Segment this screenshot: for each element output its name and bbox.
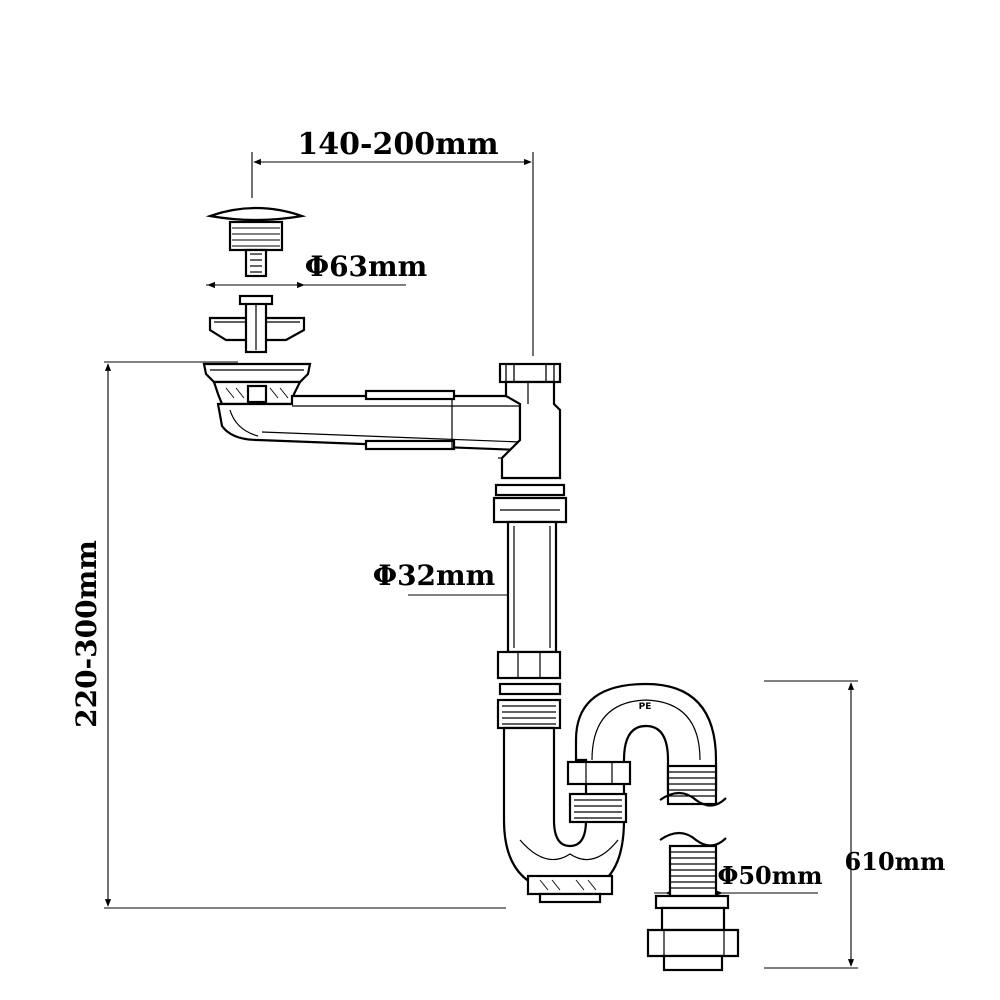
dimension-width <box>251 152 534 356</box>
dimension-height <box>104 361 506 909</box>
horizontal-drain-pipe <box>216 389 522 452</box>
strainer-basket <box>208 294 306 354</box>
outlet-adapter <box>646 894 740 972</box>
vertical-pipe <box>492 483 568 680</box>
hose-length-label: 610mm <box>845 847 946 876</box>
outlet-diameter-label: Φ50mm <box>717 861 822 890</box>
height-range-label: 220-300mm <box>70 540 103 728</box>
pipe-diameter-label: Φ32mm <box>373 559 496 592</box>
popup-plug <box>205 206 307 278</box>
width-range-label: 140-200mm <box>297 127 498 162</box>
sink-flange <box>202 362 312 406</box>
dimension-hose <box>764 680 858 969</box>
s-trap: PE <box>496 682 718 904</box>
flexible-hose <box>659 764 727 898</box>
pe-marking: PE <box>639 702 652 712</box>
tee-connector <box>498 362 562 480</box>
strainer-diameter-label: Φ63mm <box>305 250 428 283</box>
